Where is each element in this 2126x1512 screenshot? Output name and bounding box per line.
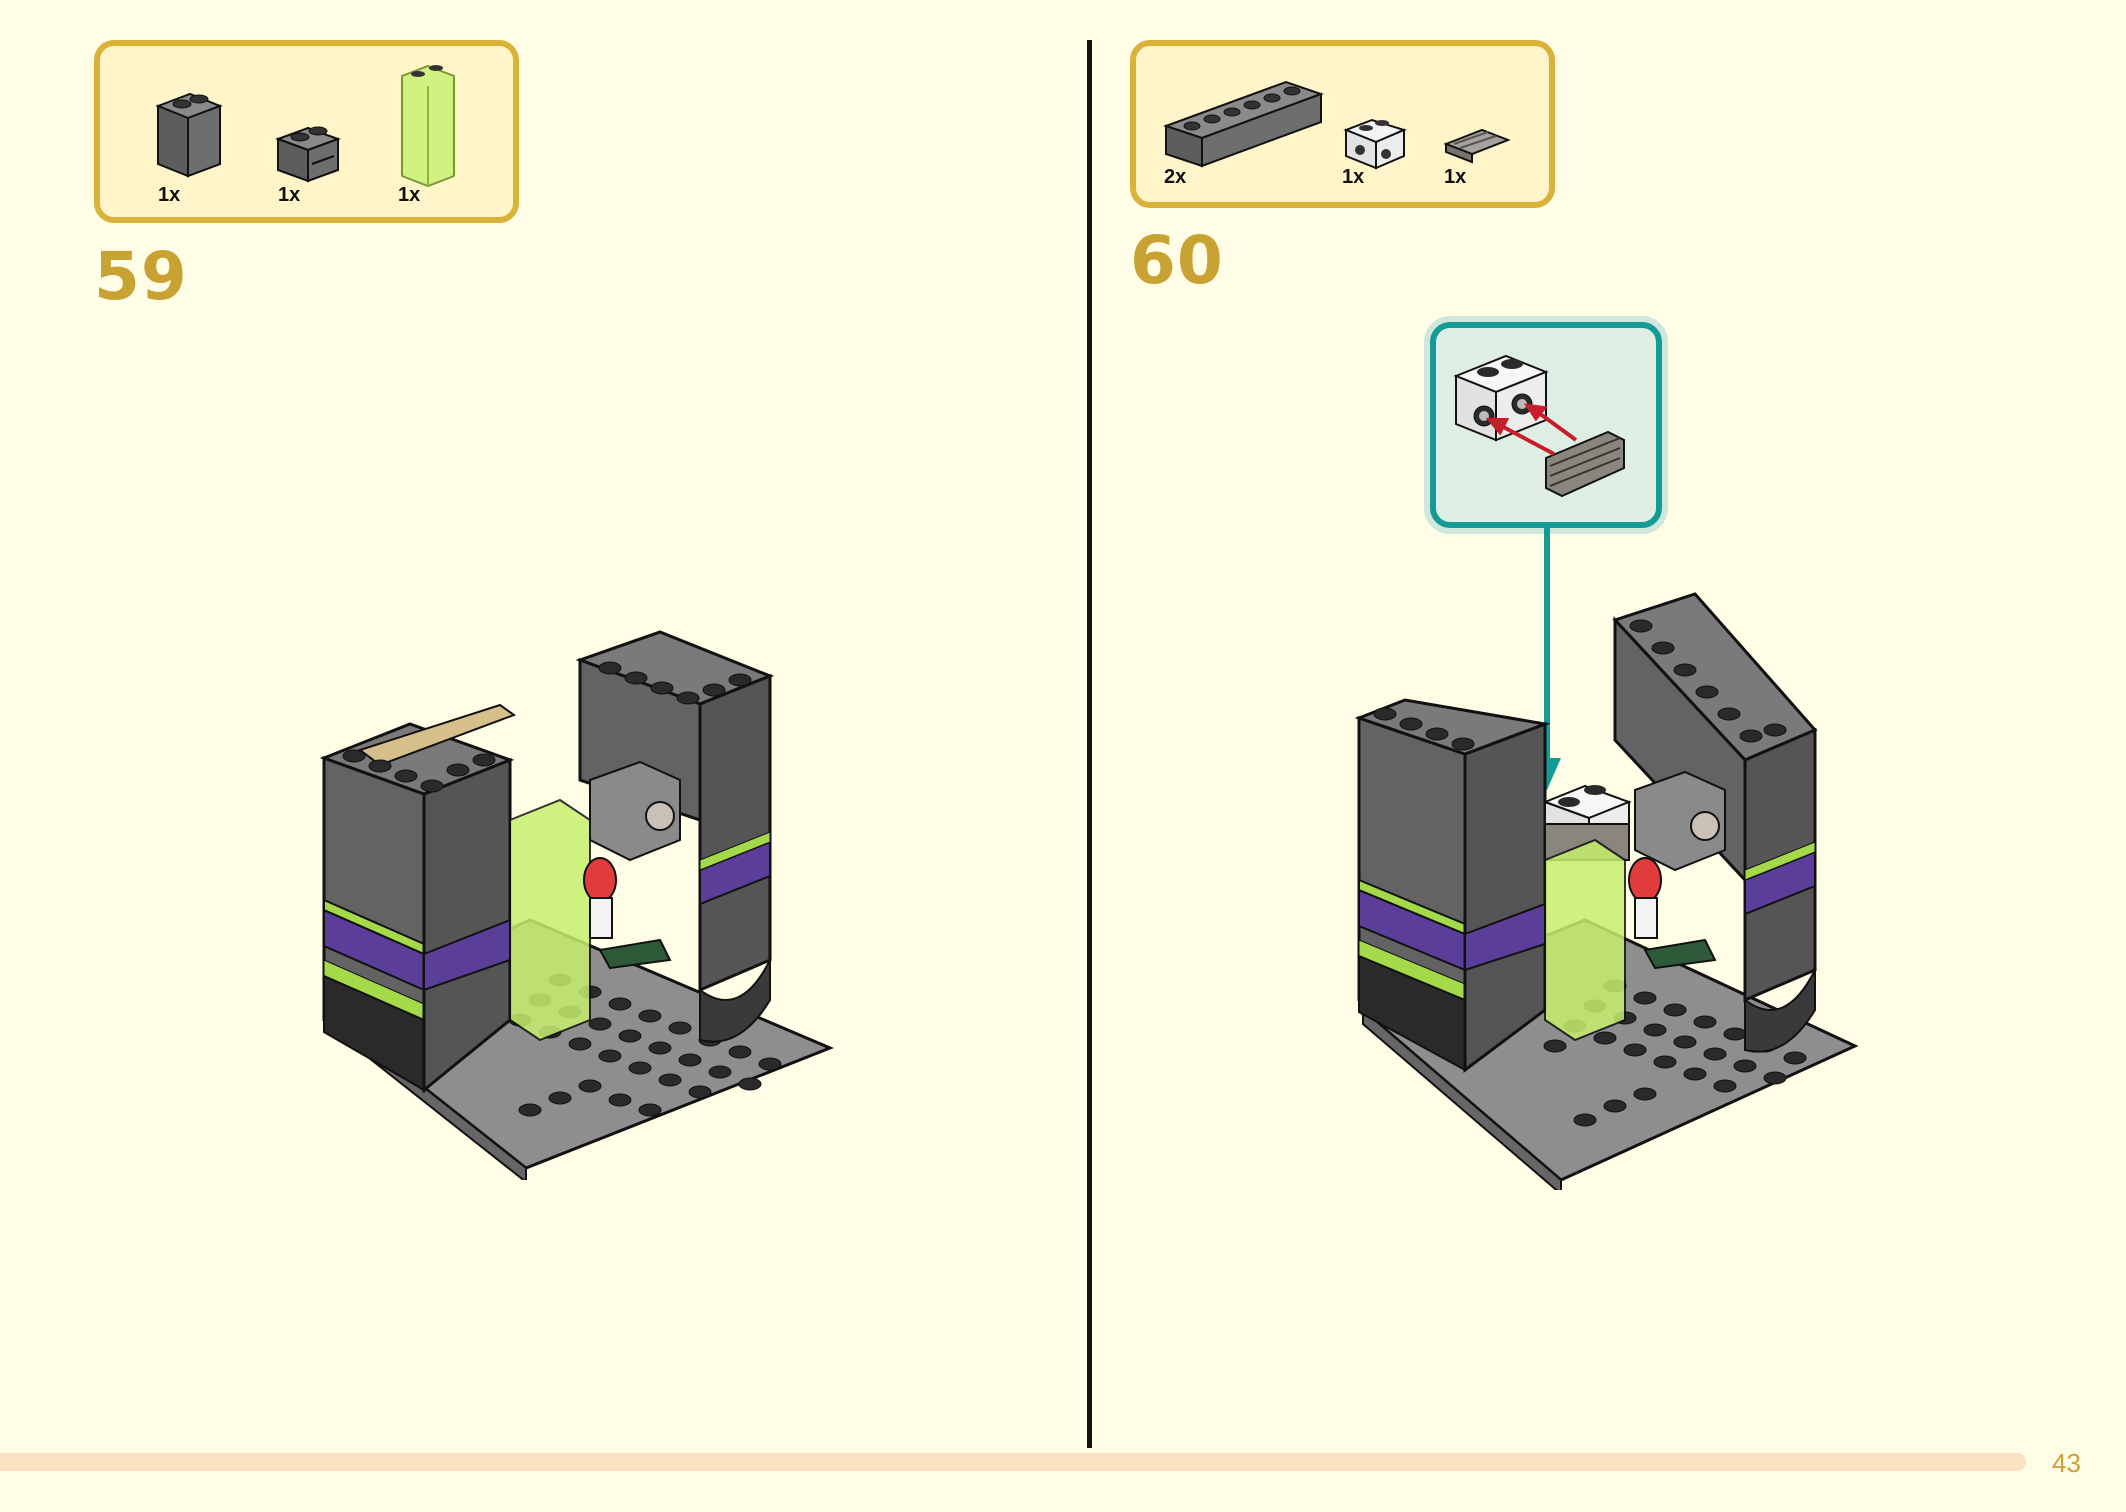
dark-gray-brick-1x2x2-icon — [155, 92, 223, 178]
dark-gray-brick-1x6-icon — [1162, 80, 1324, 168]
parts-list-step-60: 2x 1x 1x — [1130, 40, 1555, 208]
trans-green-panel-icon — [401, 64, 455, 188]
part-qty: 1x — [1342, 166, 1365, 188]
part-qty: 2x — [1164, 166, 1187, 188]
part-qty: 1x — [158, 184, 181, 206]
sub-assembly-illustration — [1453, 354, 1625, 498]
model-step-60-illustration — [1354, 592, 1859, 1190]
sub-assembly-callout — [1430, 322, 1662, 528]
step-number: 60 — [1130, 222, 1224, 299]
page-number: 43 — [2052, 1448, 2081, 1478]
dark-gray-brick-1x2-groove-icon — [275, 126, 341, 183]
part-qty: 1x — [398, 184, 421, 206]
footer-bar — [0, 1453, 2026, 1471]
part-qty: 1x — [1444, 166, 1467, 188]
step-number: 59 — [94, 238, 188, 315]
page-divider — [1087, 40, 1092, 1448]
white-brick-1x2-studs-on-side-icon — [1343, 118, 1407, 170]
gray-grille-tile-icon — [1443, 128, 1511, 164]
part-qty: 1x — [278, 184, 301, 206]
model-step-59-illustration — [319, 630, 834, 1180]
red-arrow-icon — [1485, 403, 1578, 456]
parts-list-step-59: 1x 1x 1x — [94, 40, 519, 223]
